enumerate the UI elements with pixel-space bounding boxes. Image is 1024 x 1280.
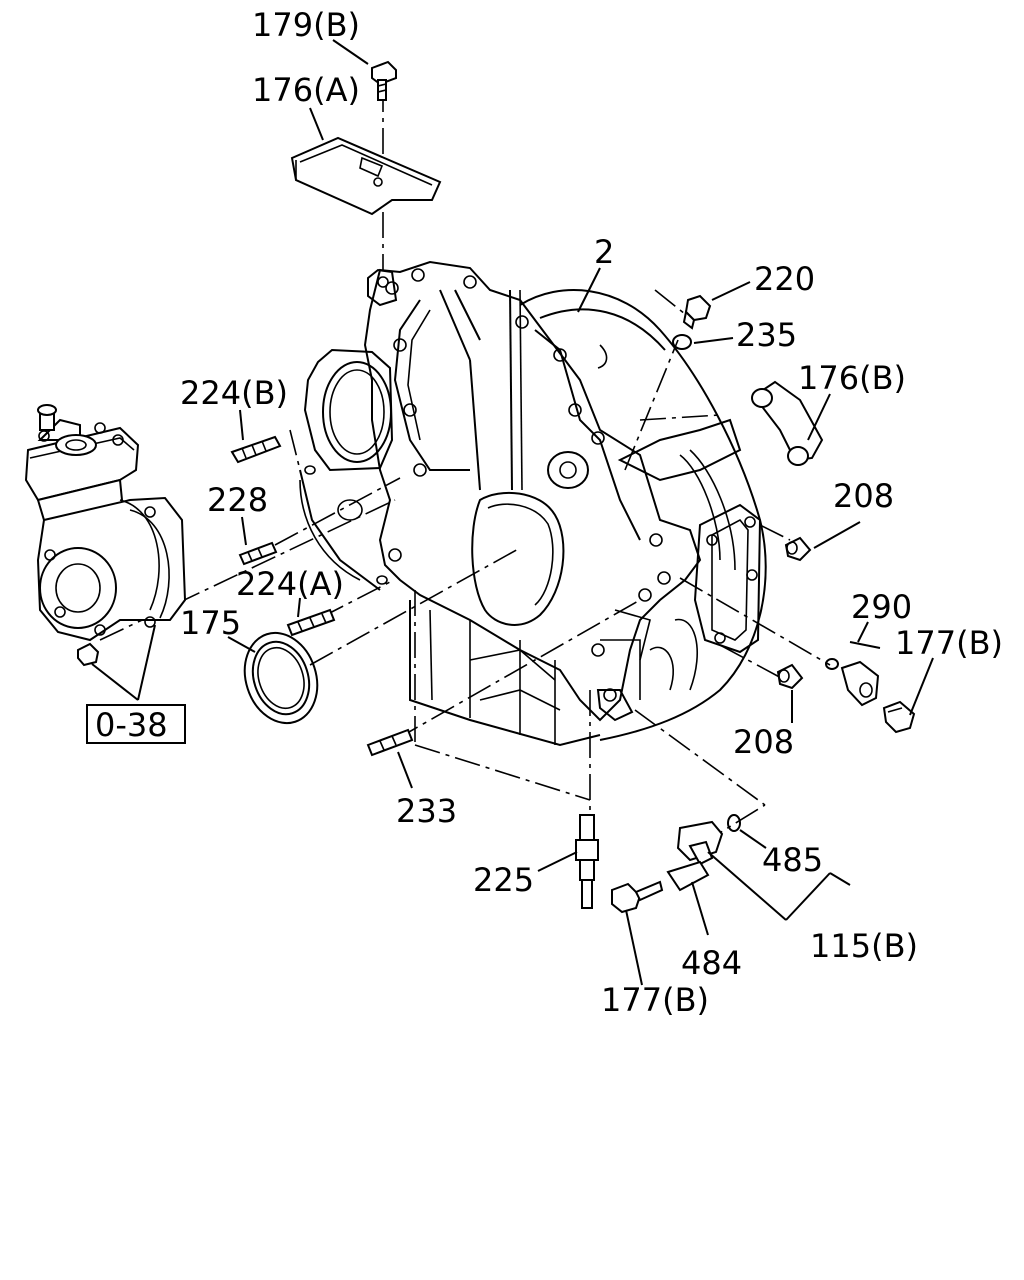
label-228: 228	[207, 481, 268, 519]
label-177b-bottom: 177(B)	[601, 981, 709, 1019]
bolt-177b-right	[882, 700, 916, 734]
center-lines	[99, 86, 831, 846]
bolt-179b	[371, 60, 397, 101]
bracket-176a	[290, 136, 442, 216]
stud-224b	[230, 435, 282, 464]
label-208-upper: 208	[833, 477, 894, 515]
label-224b: 224(B)	[180, 374, 288, 412]
label-ref-038: 0-38	[95, 706, 168, 744]
label-225: 225	[473, 861, 534, 899]
plug-225	[575, 814, 599, 909]
sensor-115b	[676, 814, 741, 866]
label-179b-top: 179(B)	[252, 6, 360, 44]
label-177b-right: 177(B)	[895, 624, 1003, 662]
stud-233	[366, 728, 414, 757]
bolt-220	[682, 294, 712, 330]
label-175: 175	[180, 604, 241, 642]
label-235: 235	[736, 316, 797, 354]
label-484: 484	[681, 944, 742, 982]
label-115b: 115(B)	[810, 927, 918, 965]
plug-208-upper	[784, 536, 812, 562]
bracket-176b	[751, 380, 824, 466]
clamp-484	[666, 860, 710, 892]
stud-224a	[286, 608, 336, 637]
label-176a: 176(A)	[252, 71, 360, 109]
flywheel-housing	[299, 260, 767, 747]
bolt-177b-bottom	[611, 880, 664, 914]
label-2: 2	[594, 233, 614, 271]
label-208-lower: 208	[733, 723, 794, 761]
stud-228	[238, 541, 278, 566]
oring-235	[672, 334, 692, 350]
reference-box-0-38: 0-38	[86, 704, 186, 744]
label-220: 220	[754, 260, 815, 298]
label-290: 290	[851, 588, 912, 626]
label-485: 485	[762, 841, 823, 879]
label-224a: 224(A)	[236, 565, 344, 603]
seal-175	[243, 631, 319, 725]
label-176b: 176(B)	[798, 359, 906, 397]
label-233: 233	[396, 792, 457, 830]
label-leaders	[91, 39, 934, 986]
air-compressor	[24, 404, 187, 667]
sensor-290	[825, 658, 880, 707]
plug-208-lower	[776, 663, 804, 690]
